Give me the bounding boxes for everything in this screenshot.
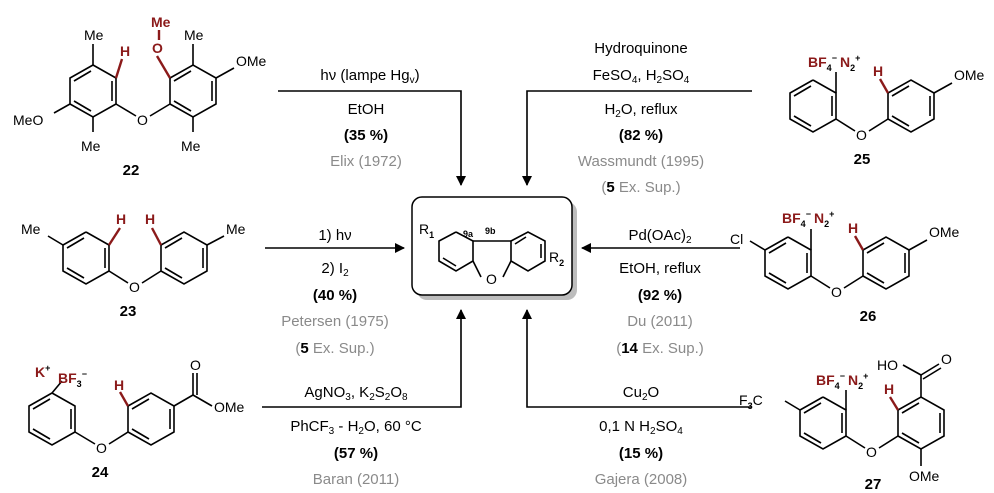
cond-25-line1: Hydroquinone bbox=[594, 40, 687, 57]
c27-bridge-o: O bbox=[866, 444, 877, 460]
yield-24: (57 %) bbox=[334, 445, 378, 462]
yield-25: (82 %) bbox=[619, 127, 663, 144]
citation-24: Baran (2011) bbox=[313, 471, 399, 488]
c24-number: 24 bbox=[92, 464, 109, 481]
c24-potassium: K+ bbox=[35, 363, 50, 380]
c26-n2: N2+ bbox=[814, 209, 834, 229]
cond-26-line2: EtOH, reflux bbox=[619, 260, 701, 277]
compound-27: F3C BF4− N2+ O H HO O OMe 27 bbox=[739, 351, 952, 493]
cond-27-line1: Cu2O bbox=[623, 384, 659, 403]
c23-h1: H bbox=[116, 211, 126, 227]
c25-number: 25 bbox=[854, 151, 871, 168]
compound-24: K+ BF3− O H O OMe 24 bbox=[28, 357, 245, 481]
cond-27-line2: 0,1 N H2SO4 bbox=[599, 418, 683, 437]
c25-bf4: BF4− bbox=[808, 53, 837, 73]
cond-22-line2: EtOH bbox=[348, 101, 385, 118]
c26-ome: OMe bbox=[929, 224, 960, 240]
arrow-22 bbox=[278, 90, 466, 186]
c27-ome: OMe bbox=[909, 468, 940, 484]
compound-23: Me Me O H H 23 bbox=[21, 211, 246, 320]
cond-22-line1: hν (lampe Hgv) bbox=[320, 67, 419, 86]
c27-h: H bbox=[884, 381, 894, 397]
cond-23-line2: 2) I2 bbox=[321, 260, 349, 279]
c25-n2: N2+ bbox=[840, 53, 860, 73]
conditions-23: 1) hν 2) I2 (40 %) Petersen (1975) (5 Ex… bbox=[281, 227, 389, 357]
extra-examples-23: (5 Ex. Sup.) bbox=[295, 340, 374, 357]
c23-me-left: Me bbox=[21, 221, 41, 237]
extra-examples-26: (14 Ex. Sup.) bbox=[616, 340, 704, 357]
c24-ome: OMe bbox=[214, 399, 245, 415]
c26-number: 26 bbox=[860, 308, 877, 325]
compound-25: BF4− N2+ O H OMe 25 bbox=[789, 53, 985, 168]
cond-25-line3: H2O, reflux bbox=[604, 101, 678, 120]
c24-h: H bbox=[114, 377, 124, 393]
citation-25: Wassmundt (1995) bbox=[578, 153, 704, 170]
c26-h: H bbox=[848, 220, 858, 236]
c23-number: 23 bbox=[120, 303, 137, 320]
conditions-27: Cu2O 0,1 N H2SO4 (15 %) Gajera (2008) bbox=[595, 384, 688, 488]
c25-h: H bbox=[873, 63, 883, 79]
cond-25-line2: FeSO4, H2SO4 bbox=[593, 67, 690, 86]
conditions-26: Pd(OAc)2 EtOH, reflux (92 %) Du (2011) (… bbox=[616, 227, 704, 357]
product-dibenzofuran: O R1 R2 9a 9b bbox=[411, 196, 577, 300]
c22-bridge-o: O bbox=[137, 112, 148, 128]
extra-examples-25: (5 Ex. Sup.) bbox=[601, 179, 680, 196]
arrow-27 bbox=[522, 309, 752, 408]
c22-me-bottom-left: Me bbox=[81, 138, 101, 154]
citation-26: Du (2011) bbox=[627, 313, 693, 330]
c25-bridge-o: O bbox=[856, 127, 867, 143]
c27-carbonyl-o: O bbox=[941, 351, 952, 367]
product-r1: R1 bbox=[419, 221, 434, 240]
c22-me-top-right: Me bbox=[184, 27, 204, 43]
c27-cf3: F3C bbox=[739, 392, 763, 411]
c27-bf4: BF4− bbox=[816, 371, 845, 391]
c25-ome: OMe bbox=[954, 67, 985, 83]
c26-bridge-o: O bbox=[831, 284, 842, 300]
position-9a: 9a bbox=[463, 229, 474, 239]
citation-23: Petersen (1975) bbox=[281, 313, 389, 330]
c27-n2: N2+ bbox=[848, 371, 868, 391]
compound-22: Me Me MeO OMe Me Me O Me O H 22 bbox=[13, 14, 267, 179]
conditions-24: AgNO3, K2S2O8 PhCF3 - H2O, 60 °C (57 %) … bbox=[290, 384, 421, 488]
yield-27: (15 %) bbox=[619, 445, 663, 462]
product-r2: R2 bbox=[549, 249, 564, 268]
c26-bf4: BF4− bbox=[782, 209, 811, 229]
c22-ome: OMe bbox=[236, 53, 267, 69]
yield-26: (92 %) bbox=[638, 287, 682, 304]
arrow-24 bbox=[262, 309, 466, 408]
c27-hydroxyl: HO bbox=[877, 357, 898, 373]
c23-bridge-o: O bbox=[129, 279, 140, 295]
c22-me-top-left: Me bbox=[84, 27, 104, 43]
position-9b: 9b bbox=[485, 226, 496, 236]
c22-number: 22 bbox=[123, 162, 140, 179]
c22-me-bottom-right: Me bbox=[181, 138, 201, 154]
c23-h2: H bbox=[145, 211, 155, 227]
cond-23-line1: 1) hν bbox=[318, 227, 351, 244]
citation-27: Gajera (2008) bbox=[595, 471, 688, 488]
c22-methoxy-me: Me bbox=[151, 14, 171, 30]
compound-26: Cl BF4− N2+ O H OMe 26 bbox=[730, 209, 960, 325]
c24-bf3: BF3− bbox=[58, 369, 87, 389]
arrow-25 bbox=[522, 90, 752, 186]
c22-meo: MeO bbox=[13, 112, 43, 128]
yield-23: (40 %) bbox=[313, 287, 357, 304]
c22-h: H bbox=[120, 43, 130, 59]
c22-methoxy-o: O bbox=[152, 40, 163, 56]
c26-chloro: Cl bbox=[730, 231, 743, 247]
yield-22: (35 %) bbox=[344, 127, 388, 144]
product-oxygen: O bbox=[486, 271, 497, 287]
reaction-arrows bbox=[262, 90, 752, 408]
c27-number: 27 bbox=[865, 476, 882, 493]
cond-24-line1: AgNO3, K2S2O8 bbox=[304, 384, 408, 403]
c24-carbonyl-o: O bbox=[190, 357, 201, 373]
cond-24-line2: PhCF3 - H2O, 60 °C bbox=[290, 418, 421, 437]
citation-22: Elix (1972) bbox=[330, 153, 402, 170]
c23-me-right: Me bbox=[226, 221, 246, 237]
conditions-25: Hydroquinone FeSO4, H2SO4 H2O, reflux (8… bbox=[578, 40, 704, 196]
conditions-22: hν (lampe Hgv) EtOH (35 %) Elix (1972) bbox=[320, 67, 419, 170]
c24-bridge-o: O bbox=[96, 440, 107, 456]
cond-26-line1: Pd(OAc)2 bbox=[628, 227, 692, 246]
